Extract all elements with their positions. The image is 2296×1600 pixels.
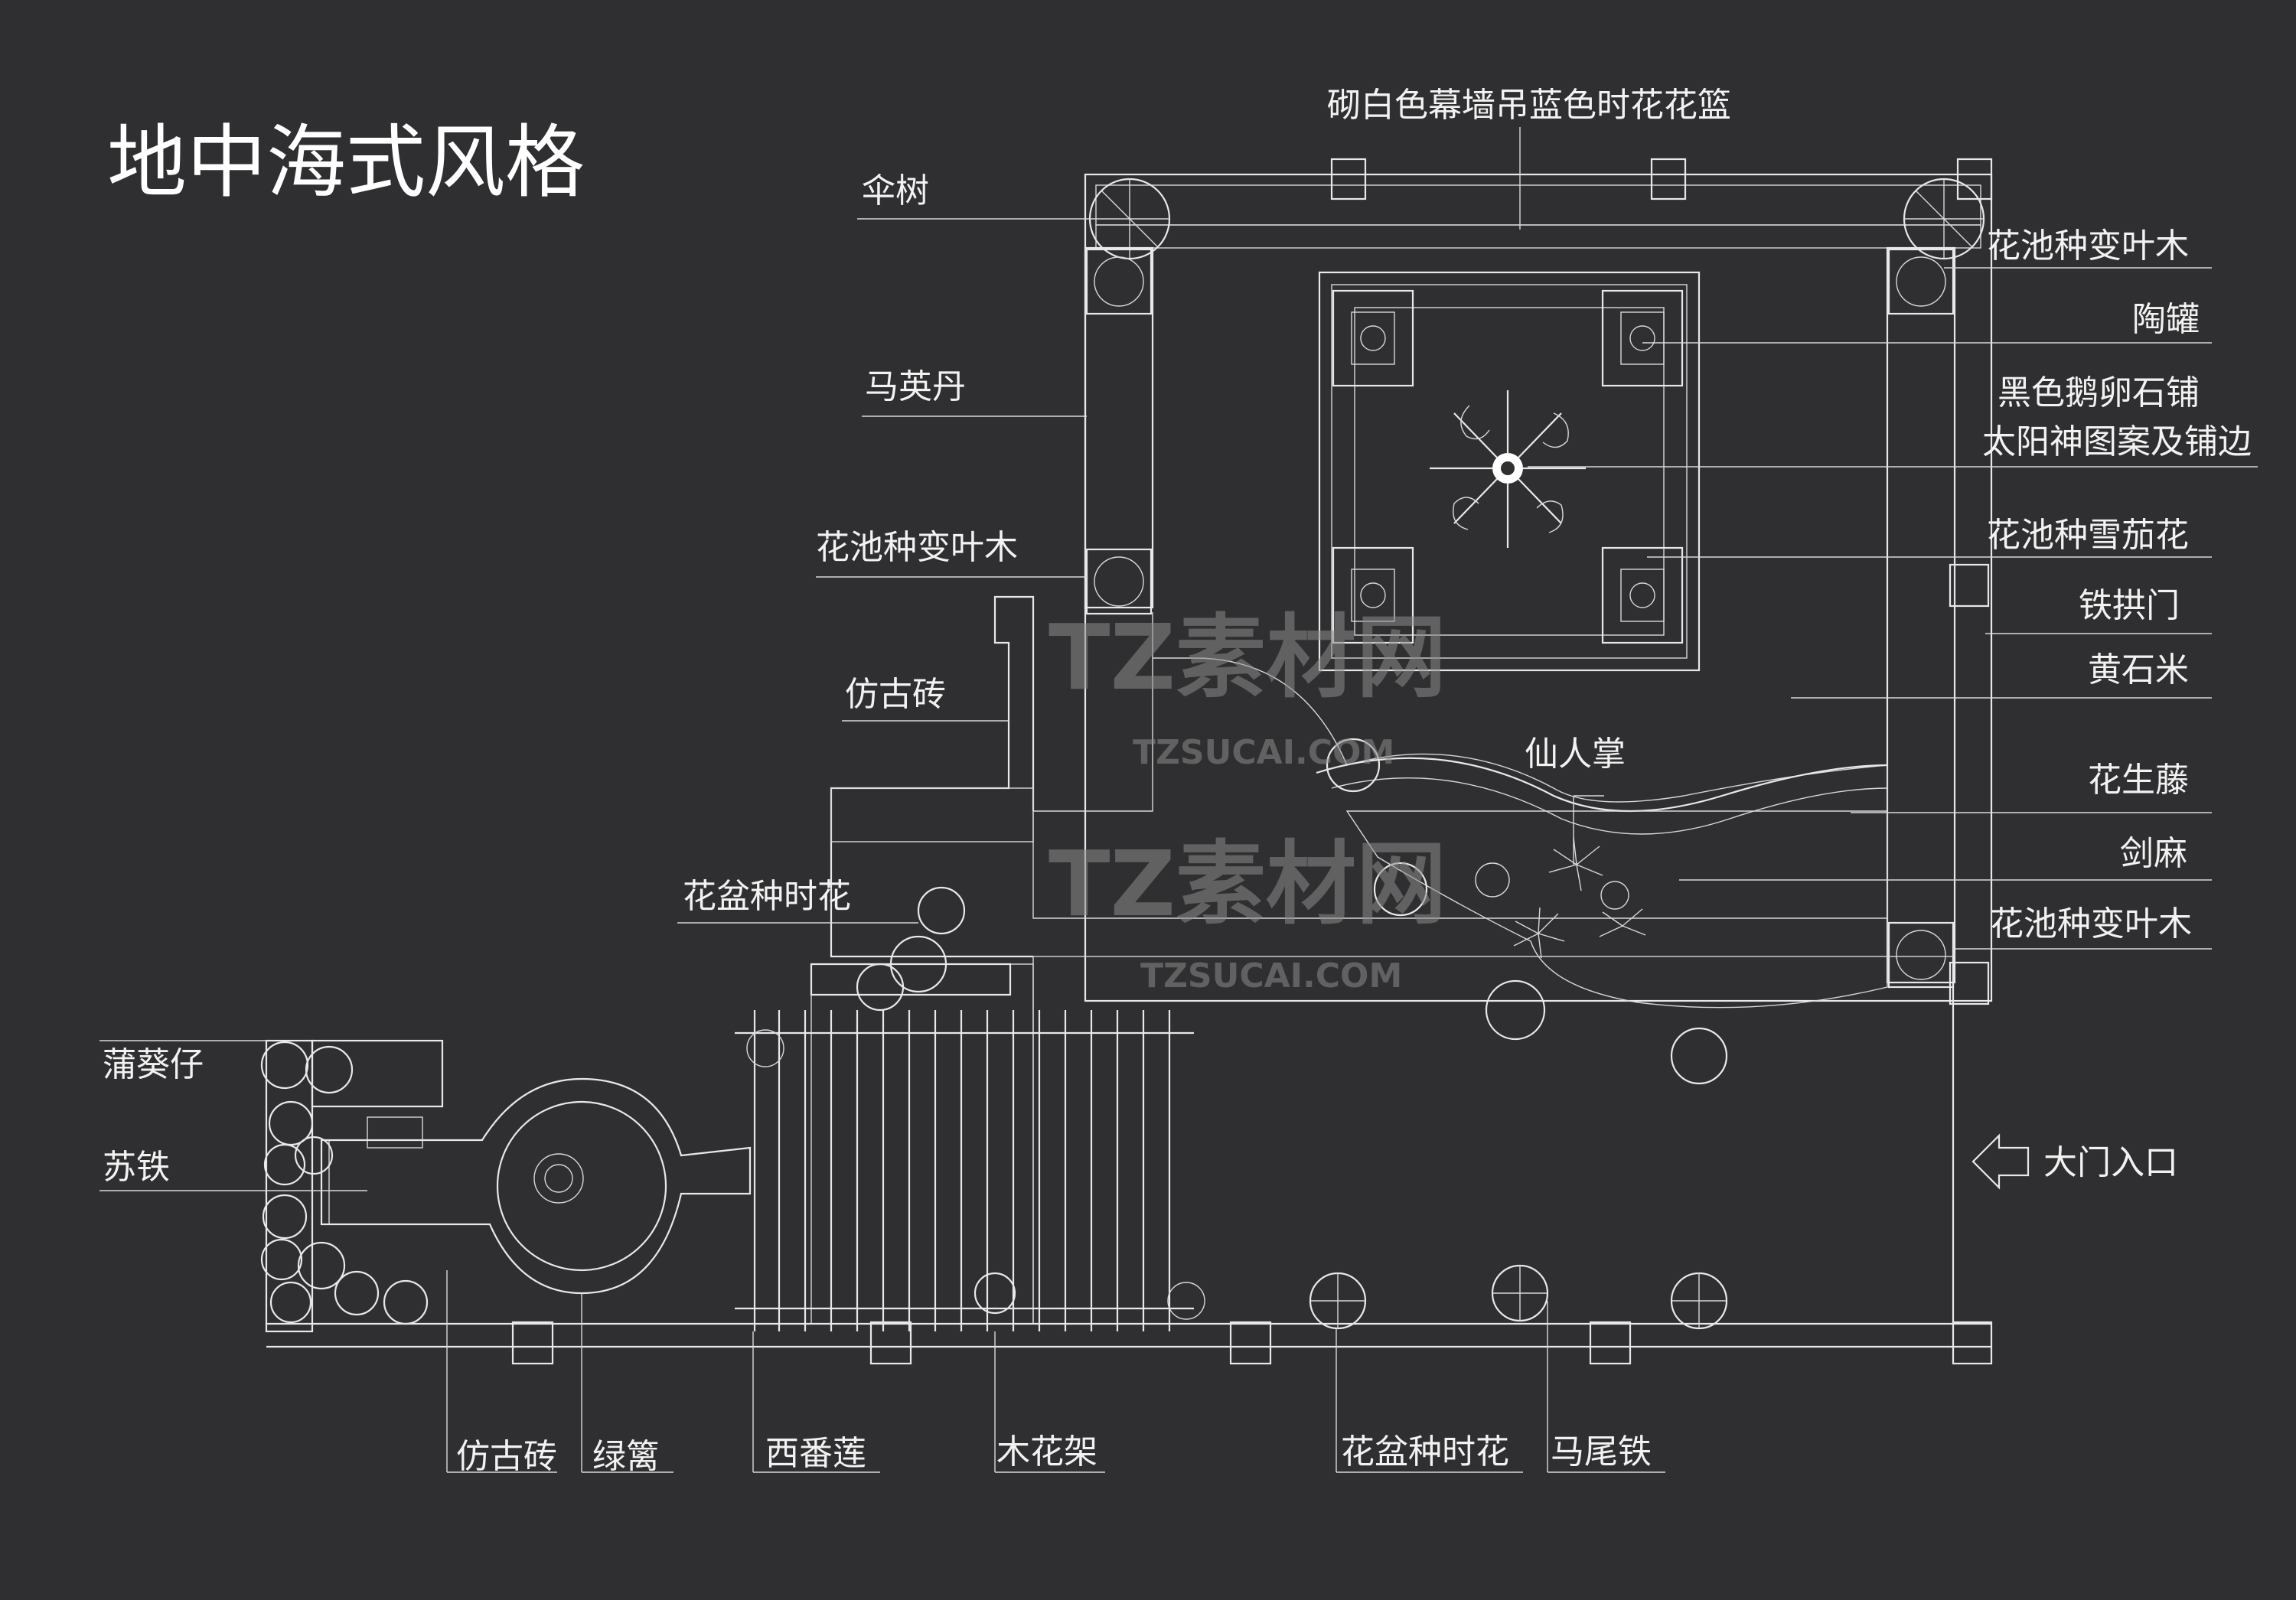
label-sisal: 剑麻 bbox=[2120, 834, 2187, 873]
label-green-fence: 绿篱 bbox=[592, 1437, 660, 1476]
label-croton-bed-top-right: 花池种变叶木 bbox=[1987, 226, 2189, 266]
right-planter-bed bbox=[1886, 246, 1956, 984]
wall-pillar bbox=[1952, 1321, 1993, 1365]
label-passion-fruit: 西番莲 bbox=[765, 1434, 866, 1473]
wall-pillar bbox=[1589, 1321, 1632, 1365]
label-cycad: 苏铁 bbox=[103, 1148, 170, 1187]
label-potted-flowers-bottom: 花盆种时花 bbox=[1341, 1432, 1509, 1471]
watermark-url: TZSUCAI.COM bbox=[1133, 733, 1394, 772]
sun-god-emblem bbox=[1430, 390, 1586, 548]
watermark-url: TZSUCAI.COM bbox=[1140, 956, 1402, 996]
croton-planter-box bbox=[1085, 548, 1153, 615]
label-umbrella-tree: 伞树 bbox=[862, 171, 929, 210]
label-horsetail-tree: 马尾铁 bbox=[1551, 1432, 1652, 1471]
label-top-wall: 砌白色幕墙吊蓝色时花花篮 bbox=[1327, 86, 1731, 125]
watermark-brand: TZ素材网 bbox=[1049, 604, 1446, 710]
lower-garden bbox=[260, 956, 1993, 1365]
label-gate-entrance: 大门入口 bbox=[2043, 1143, 2178, 1182]
wall-pillar bbox=[1956, 158, 1993, 200]
label-fan-palm: 蒲葵仔 bbox=[103, 1045, 204, 1084]
planting-bed-edge bbox=[1316, 757, 1888, 813]
label-pebble-line1: 黑色鹅卵石铺 bbox=[1998, 373, 2200, 412]
horsetail-and-potted-trees bbox=[1309, 979, 1728, 1330]
label-antique-brick-left: 仿古砖 bbox=[845, 675, 946, 714]
wall-pillar bbox=[1229, 1321, 1272, 1365]
label-croton-bed-bottom-right: 花池种变叶木 bbox=[1990, 904, 2192, 943]
wall-pillar bbox=[1650, 158, 1687, 200]
label-lantana: 马英丹 bbox=[865, 367, 966, 406]
wood-pergola[interactable] bbox=[735, 886, 1205, 1331]
pebble-mosaic-square bbox=[1318, 271, 1701, 672]
wall-pillar bbox=[1330, 158, 1367, 200]
clay-pot-base bbox=[1332, 546, 1414, 644]
croton-planter-box bbox=[1085, 248, 1153, 315]
label-cigar-flower-bed: 花池种雪茄花 bbox=[1987, 516, 2189, 555]
upper-courtyard bbox=[830, 158, 1993, 1009]
label-clay-pot: 陶罐 bbox=[2132, 300, 2200, 339]
bottom-boundary-wall bbox=[266, 956, 1991, 1348]
label-cactus: 仙人掌 bbox=[1525, 735, 1626, 774]
label-yellow-gravel: 黄石米 bbox=[2088, 650, 2189, 689]
round-planter bbox=[496, 1100, 667, 1272]
antique-brick-path bbox=[320, 1077, 752, 1295]
croton-planter-box bbox=[1887, 921, 1955, 989]
wall-pillar bbox=[869, 1321, 912, 1365]
label-pebble-line2: 太阳神图案及铺边 bbox=[1982, 422, 2252, 461]
groundcover-bed bbox=[1345, 810, 1888, 1009]
clay-pot-base bbox=[1601, 546, 1684, 644]
entrance-arrow-icon bbox=[1971, 1133, 2030, 1190]
watermark: TZ素材网 TZSUCAI.COM TZ素材网 TZSUCAI.COM bbox=[1049, 604, 1446, 996]
main-pebble-paving bbox=[1032, 956, 1954, 1325]
label-iron-arch: 铁拱门 bbox=[2079, 586, 2180, 625]
gate-entrance-marker[interactable]: 大门入口 bbox=[1971, 1133, 2178, 1190]
clay-pot-base bbox=[1601, 289, 1684, 387]
top-wall-scallop-border bbox=[1095, 224, 1981, 249]
annotation-labels: 砌白色幕墙吊蓝色时花花篮 伞树 马英丹 花池种变叶木 仿古砖 花盆种时花 蒲葵仔… bbox=[103, 86, 2252, 1476]
annotation-leaders bbox=[99, 127, 2258, 1473]
watermark-brand: TZ素材网 bbox=[1049, 831, 1446, 937]
label-antique-brick-bottom: 仿古砖 bbox=[456, 1437, 557, 1476]
wall-pillar bbox=[511, 1321, 554, 1365]
label-wood-pergola: 木花架 bbox=[996, 1432, 1097, 1471]
label-potted-flowers-left: 花盆种时花 bbox=[683, 877, 851, 916]
iron-arch-post bbox=[1949, 563, 1990, 608]
fan-palm-and-cycad-cluster bbox=[260, 1041, 429, 1325]
left-planter-bed bbox=[1084, 246, 1154, 609]
drawing-title: 地中海式风格 bbox=[107, 116, 585, 209]
croton-planter-box bbox=[1887, 248, 1955, 315]
iron-arch-post bbox=[1949, 961, 1990, 1005]
stepped-boundary-wall bbox=[830, 595, 1035, 958]
label-peanut-vine: 花生藤 bbox=[2088, 761, 2189, 800]
label-croton-bed-left: 花池种变叶木 bbox=[816, 528, 1018, 567]
top-wall-planting bbox=[1095, 184, 1981, 226]
clay-pot-base bbox=[1332, 289, 1414, 387]
cactus-and-sisal-plants bbox=[1326, 738, 1646, 959]
